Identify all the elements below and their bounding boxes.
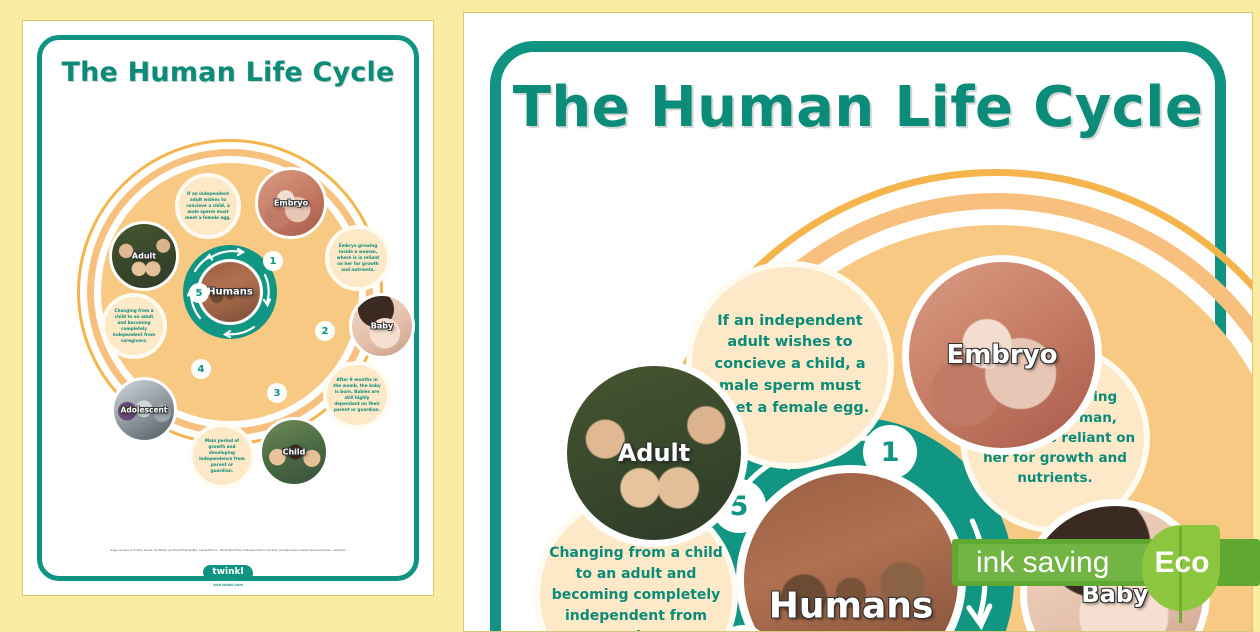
- text-node-birth: After 9 months in the womb, the baby is …: [323, 361, 391, 429]
- center-photo-caption-large: Humans: [768, 585, 934, 627]
- text-node-embryo-growth: Embryo growing inside a woman, where is …: [325, 225, 391, 291]
- leaf-vein-icon: [1179, 527, 1182, 623]
- twinkl-logo-text: twinkl: [203, 565, 253, 580]
- text-node-conception: If an independent adult wishes to concie…: [175, 173, 241, 239]
- twinkl-logo-sub: visit twinkl.com: [213, 582, 243, 587]
- photo-caption-adult: Adult: [131, 251, 157, 261]
- eco-badge-eco-label: Eco: [1154, 546, 1210, 579]
- photo-node-child: Child: [259, 417, 329, 487]
- text-node-childhood: Main period of growth and developing ind…: [189, 423, 255, 489]
- step-number-2: 2: [315, 321, 335, 341]
- page-title-large: The Human Life Cycle: [512, 75, 1204, 140]
- step-number-4-large: 4: [716, 625, 770, 631]
- photo-node-adult-large: Adult: [560, 359, 748, 547]
- page-title: The Human Life Cycle: [61, 57, 395, 88]
- center-photo-humans: Humans: [197, 259, 263, 325]
- center-photo-humans-large: Humans: [736, 465, 966, 631]
- step-number-1: 1: [263, 251, 283, 271]
- photo-caption-baby: Baby: [370, 321, 394, 331]
- step-number-3: 3: [267, 383, 287, 403]
- photo-node-baby: Baby: [349, 293, 415, 359]
- photo-node-embryo: Embryo: [255, 167, 327, 239]
- center-photo-caption: Humans: [207, 286, 253, 298]
- poster-thumbnail-left[interactable]: The Human Life Cycle Humans 1 2 3 4 5 If…: [22, 20, 434, 596]
- step-number-4: 4: [191, 359, 211, 379]
- photo-caption-embryo-large: Embryo: [946, 340, 1058, 370]
- eco-badge: ink saving Eco: [952, 525, 1260, 623]
- photo-caption-child: Child: [282, 447, 306, 457]
- photo-caption-adult-large: Adult: [617, 439, 691, 467]
- step-number-5: 5: [189, 283, 209, 303]
- photo-caption-embryo: Embryo: [273, 198, 309, 208]
- photo-node-adolescent: Adolescent: [111, 377, 177, 443]
- text-node-adolescence: Changing from a child to an adult and be…: [101, 293, 167, 359]
- eco-badge-ink-label: ink saving: [976, 546, 1110, 579]
- photo-node-adult: Adult: [109, 221, 179, 291]
- credits-text: Image courtesy of Timothy Krause, De Win…: [109, 549, 347, 552]
- twinkl-logo[interactable]: twinkl visit twinkl.com: [23, 561, 433, 587]
- photo-caption-adolescent: Adolescent: [120, 405, 168, 415]
- photo-node-embryo-large: Embryo: [902, 255, 1102, 455]
- step-number-1-large: 1: [863, 425, 917, 479]
